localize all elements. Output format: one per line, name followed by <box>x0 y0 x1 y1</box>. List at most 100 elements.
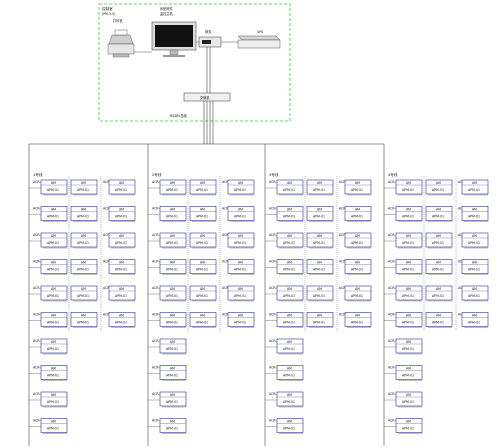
module-side-label: ACR-01 <box>269 339 281 343</box>
module-bottom-label: APM-01 <box>47 188 59 192</box>
module-top-label: AM <box>51 367 56 371</box>
meter-module: AM APM-01 <box>189 312 217 328</box>
module-bottom-label: APM-01 <box>196 188 208 192</box>
module-top-label: AM <box>317 261 322 265</box>
module-bottom-label: APM-01 <box>47 400 59 404</box>
module-bottom-label: APM-01 <box>313 241 325 245</box>
module-top-label: AM <box>238 208 243 212</box>
ups-icon <box>237 35 281 49</box>
module-side-label: ACR-01 <box>152 366 164 370</box>
module-side-label: ACR-01 <box>269 366 281 370</box>
module-bottom-label: APM-01 <box>402 241 414 245</box>
module-side-label: ACR-01 <box>388 366 400 370</box>
meter-module: AM APM-01 <box>40 365 68 381</box>
module-top-label: AM <box>287 287 292 291</box>
module-bottom-label: APM-01 <box>351 294 363 298</box>
printer-label: 打印机 <box>113 18 123 23</box>
module-bottom-label: APM-01 <box>402 400 414 404</box>
module-top-label: AM <box>238 234 243 238</box>
module-side-label: ACR-01 <box>269 233 281 237</box>
module-top-label: AM <box>200 208 205 212</box>
module-bottom-label: APM-01 <box>402 321 414 325</box>
module-top-label: AM <box>81 314 86 318</box>
module-side-label: ACR-01 <box>33 366 45 370</box>
module-top-label: AM <box>170 367 175 371</box>
module-bottom-label: APM-01 <box>196 321 208 325</box>
module-top-label: AM <box>472 314 477 318</box>
module-top-label: AM <box>200 234 205 238</box>
module-bottom-label: APM-01 <box>234 215 246 219</box>
module-bottom-label: APM-01 <box>77 215 89 219</box>
module-top-label: AM <box>81 261 86 265</box>
module-top-label: AM <box>406 234 411 238</box>
control-room-note: (PM-5-5) <box>102 12 116 16</box>
module-top-label: AM <box>81 181 86 185</box>
module-top-label: AM <box>287 181 292 185</box>
module-top-label: AM <box>51 393 56 397</box>
module-top-label: AM <box>119 208 124 212</box>
module-top-label: AM <box>436 181 441 185</box>
module-bottom-label: APM-01 <box>115 321 127 325</box>
module-top-label: AM <box>238 261 243 265</box>
module-bottom-label: APM-01 <box>166 321 178 325</box>
printer-icon <box>107 29 135 58</box>
module-bottom-label: APM-01 <box>468 241 480 245</box>
module-top-label: AM <box>119 314 124 318</box>
module-bottom-label: APM-01 <box>196 294 208 298</box>
computer-label: 监控主机 <box>160 11 174 16</box>
module-bottom-label: APM-01 <box>166 347 178 351</box>
module-side-label: ACR-01 <box>33 260 45 264</box>
module-top-label: AM <box>119 181 124 185</box>
module-side-label: ACR-01 <box>388 260 400 264</box>
module-side-label: ACR-01 <box>152 313 164 317</box>
module-top-label: AM <box>200 314 205 318</box>
module-bottom-label: APM-01 <box>283 241 295 245</box>
module-bottom-label: APM-01 <box>234 188 246 192</box>
module-side-label: ACR-01 <box>152 233 164 237</box>
module-side-label: ACR-01 <box>33 313 45 317</box>
column-title: 1号线 <box>33 172 43 177</box>
module-bottom-label: APM-01 <box>166 427 178 431</box>
module-bottom-label: APM-01 <box>313 268 325 272</box>
module-bottom-label: APM-01 <box>432 321 444 325</box>
module-side-label: ACR-01 <box>388 286 400 290</box>
module-bottom-label: APM-01 <box>402 374 414 378</box>
module-bottom-label: APM-01 <box>47 374 59 378</box>
module-bottom-label: APM-01 <box>432 294 444 298</box>
module-top-label: AM <box>317 234 322 238</box>
module-top-label: AM <box>287 367 292 371</box>
module-side-label: ACR-01 <box>152 419 164 423</box>
module-bottom-label: APM-01 <box>196 215 208 219</box>
module-top-label: AM <box>406 208 411 212</box>
module-top-label: AM <box>406 261 411 265</box>
module-side-label: ACR-01 <box>152 286 164 290</box>
module-bottom-label: APM-01 <box>77 241 89 245</box>
module-side-label: ACR-01 <box>152 260 164 264</box>
module-bottom-label: APM-01 <box>351 188 363 192</box>
module-side-label: ACR-01 <box>33 339 45 343</box>
module-bottom-label: APM-01 <box>283 374 295 378</box>
module-bottom-label: APM-01 <box>351 321 363 325</box>
